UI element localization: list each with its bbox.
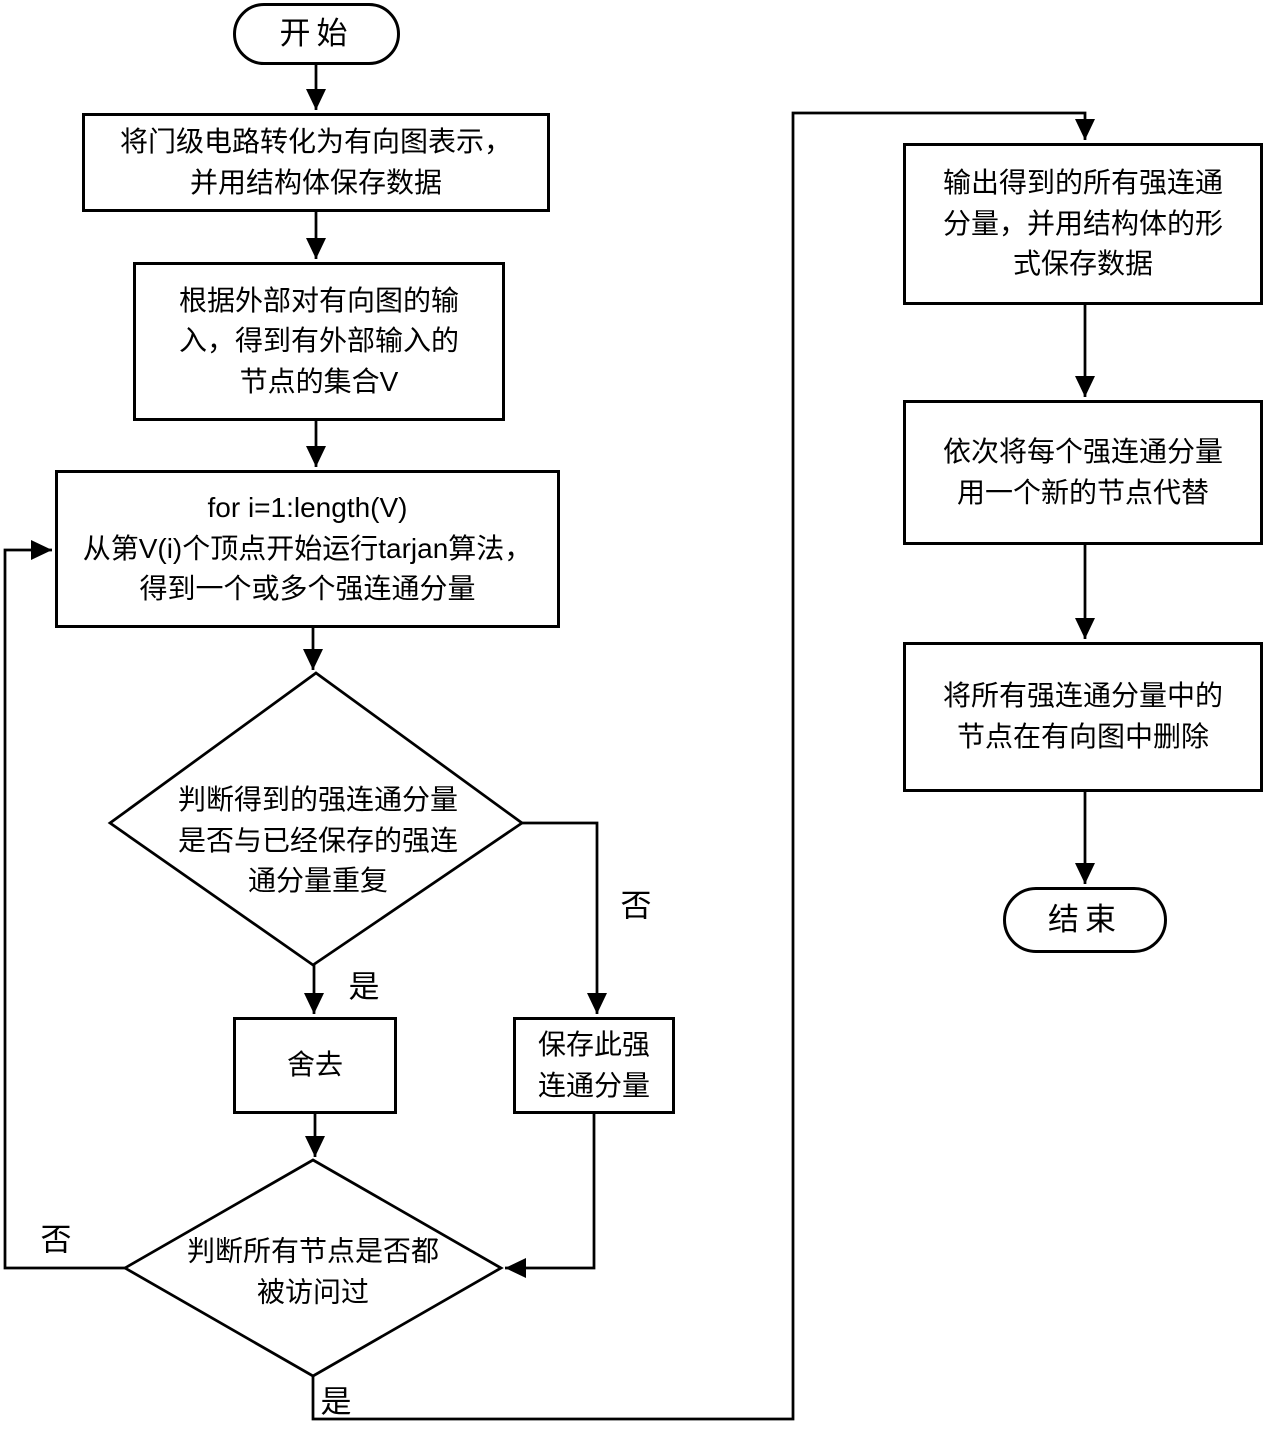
process-convert-circuit: 将门级电路转化为有向图表示， 并用结构体保存数据	[82, 113, 550, 212]
label-dupcheck-yes: 是	[348, 969, 380, 1005]
label-visitedcheck-no: 否	[40, 1222, 72, 1258]
process-discard-label: 舍去	[286, 1049, 343, 1081]
process-tarjan-loop: for i=1:length(V) 从第V(i)个顶点开始运行tarjan算法，…	[55, 470, 560, 628]
decision-visited-label: 判断所有节点是否都 被访问过	[186, 1235, 439, 1307]
process-input-node-set-label: 根据外部对有向图的输 入，得到有外部输入的 节点的集合V	[178, 284, 459, 397]
process-remove-nodes: 将所有强连通分量中的 节点在有向图中删除	[903, 642, 1263, 792]
terminal-start: 开始	[233, 3, 400, 65]
process-input-node-set: 根据外部对有向图的输 入，得到有外部输入的 节点的集合V	[133, 262, 505, 421]
edge-visitedcheck-no-loop-to-tarjan	[3, 540, 125, 1270]
process-output-scc: 输出得到的所有强连通 分量，并用结构体的形 式保存数据	[903, 143, 1263, 305]
process-save-scc-label: 保存此强 连通分量	[537, 1028, 650, 1101]
edge-visitedcheck-yes-to-output	[311, 111, 1095, 1421]
process-remove-nodes-label: 将所有强连通分量中的 节点在有向图中删除	[942, 680, 1223, 752]
process-discard: 舍去	[233, 1017, 397, 1114]
process-output-scc-label: 输出得到的所有强连通 分量，并用结构体的形 式保存数据	[942, 167, 1223, 280]
label-dupcheck-no: 否	[620, 888, 652, 924]
terminal-end: 结束	[1003, 887, 1167, 953]
decision-duplicate-label-wrap: 判断得到的强连通分量 是否与已经保存的强连 通分量重复	[153, 780, 483, 902]
label-visitedcheck-yes: 是	[320, 1384, 352, 1420]
decision-visited-label-wrap: 判断所有节点是否都 被访问过	[163, 1231, 463, 1312]
process-replace-node: 依次将每个强连通分量 用一个新的节点代替	[903, 400, 1263, 545]
edge-save-to-visitedcheck	[505, 1114, 596, 1278]
process-convert-circuit-label: 将门级电路转化为有向图表示， 并用结构体保存数据	[119, 125, 512, 198]
process-tarjan-loop-label: for i=1:length(V) 从第V(i)个顶点开始运行tarjan算法，…	[82, 492, 533, 605]
edge-dupcheck-no-to-save	[522, 821, 607, 1014]
process-save-scc: 保存此强 连通分量	[513, 1017, 675, 1114]
terminal-end-label: 结束	[1048, 901, 1122, 937]
decision-duplicate-label: 判断得到的强连通分量 是否与已经保存的强连 通分量重复	[177, 784, 458, 897]
terminal-start-label: 开始	[279, 15, 354, 51]
process-replace-node-label: 依次将每个强连通分量 用一个新的节点代替	[942, 435, 1223, 508]
